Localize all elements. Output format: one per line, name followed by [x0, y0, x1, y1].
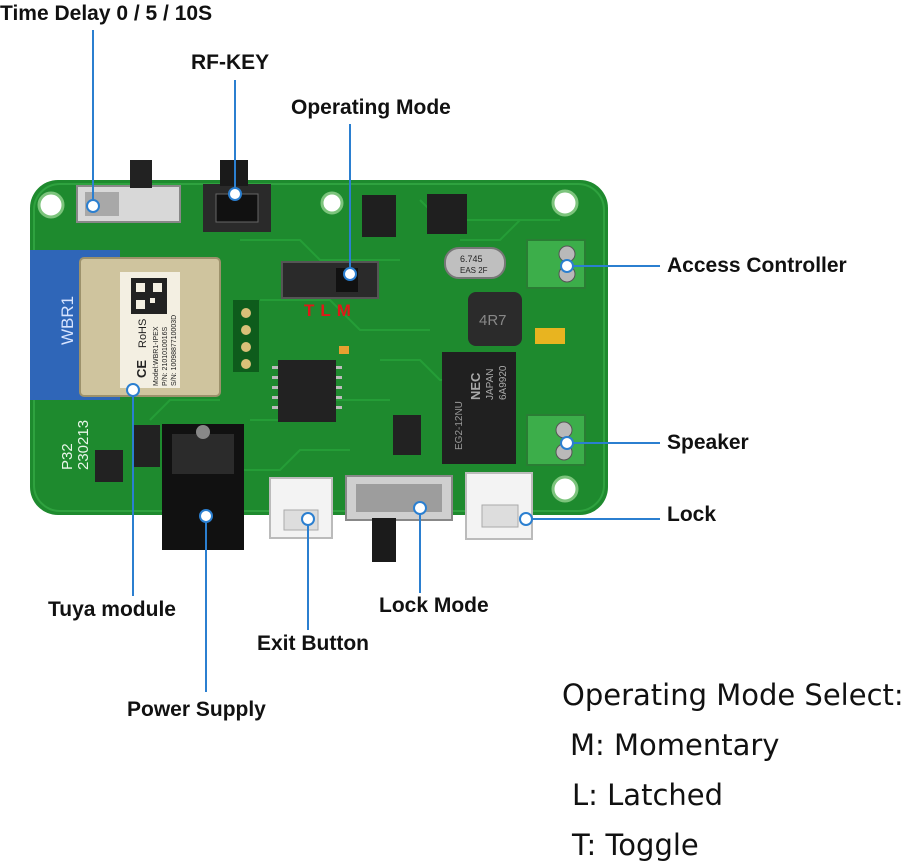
relay [442, 352, 516, 464]
access-controller-label: Access Controller [667, 254, 847, 277]
crystal-text-1: 6.745 [460, 254, 483, 264]
module-model-text: Model:WBR1-IPEX [153, 326, 160, 386]
legend-item-momentary: M: Momentary [570, 728, 780, 762]
ic-chip [362, 195, 396, 237]
time-delay-label: Time Delay 0 / 5 / 10S [0, 2, 213, 25]
relay-text-4: 6A9920 [498, 365, 509, 400]
time-delay-knob[interactable] [130, 160, 152, 188]
tuya-module-label: Tuya module [48, 598, 176, 621]
mount-hole [320, 191, 344, 215]
lock-mode-switch[interactable] [345, 475, 453, 562]
operating-mode-switch[interactable] [281, 261, 379, 299]
pointer-dot [301, 512, 315, 526]
ce-mark: CE [134, 360, 149, 378]
ic-chip [95, 450, 123, 482]
legend-title: Operating Mode Select: [562, 678, 904, 712]
rf-key-label: RF-KEY [191, 51, 270, 74]
ic-chip [133, 425, 160, 467]
module-pn-text: P/N: 2101010016S [162, 327, 169, 386]
inductor-text: 4R7 [479, 312, 507, 329]
relay-text-2: NEC [468, 372, 483, 400]
crystal-text-2: EAS 2F [460, 266, 488, 275]
lock-mode-label: Lock Mode [379, 594, 489, 617]
mount-hole [37, 191, 65, 219]
lock-connector[interactable] [465, 472, 533, 540]
led [339, 346, 349, 354]
pointer-dot [228, 187, 242, 201]
exit-button-connector[interactable] [269, 477, 333, 539]
mount-hole [551, 475, 579, 503]
ic-chip [427, 194, 467, 234]
access-controller-terminal[interactable] [526, 239, 586, 289]
legend-item-toggle: T: Toggle [572, 828, 699, 862]
relay-text-3: JAPAN [485, 369, 496, 401]
pointer-dot [343, 267, 357, 281]
exit-button-label: Exit Button [257, 632, 369, 655]
module-sn-text: S/N: 1009887710003D [171, 315, 178, 386]
pointer-dot [560, 259, 574, 273]
lock-label: Lock [667, 503, 717, 526]
inductor [468, 292, 522, 346]
pointer-dot [413, 501, 427, 515]
speaker-terminal[interactable] [526, 414, 586, 466]
speaker-label: Speaker [667, 431, 749, 454]
capacitor-tantalum [535, 328, 565, 344]
pointer-dot [519, 512, 533, 526]
pcb-id-text: P32 [59, 443, 76, 470]
operating-mode-label: Operating Mode [291, 96, 451, 119]
pointer-dot [126, 383, 140, 397]
relay-text-1: EG2-12NU [454, 401, 465, 450]
rohs-text: RoHS [137, 319, 149, 348]
pointer-dot [560, 436, 574, 450]
power-supply-label: Power Supply [127, 698, 266, 721]
mode-marks-text: TLM [304, 301, 357, 320]
pin-header [233, 300, 259, 372]
pointer-dot [199, 509, 213, 523]
pcb-date-text: 230213 [75, 420, 92, 470]
mount-hole [551, 189, 579, 217]
pointer-dot [86, 199, 100, 213]
ic-chip [393, 415, 421, 455]
module-brand-text: WBR1 [58, 296, 77, 345]
legend-item-latched: L: Latched [572, 778, 724, 812]
crystal [444, 247, 506, 279]
controller-ic [278, 360, 336, 422]
